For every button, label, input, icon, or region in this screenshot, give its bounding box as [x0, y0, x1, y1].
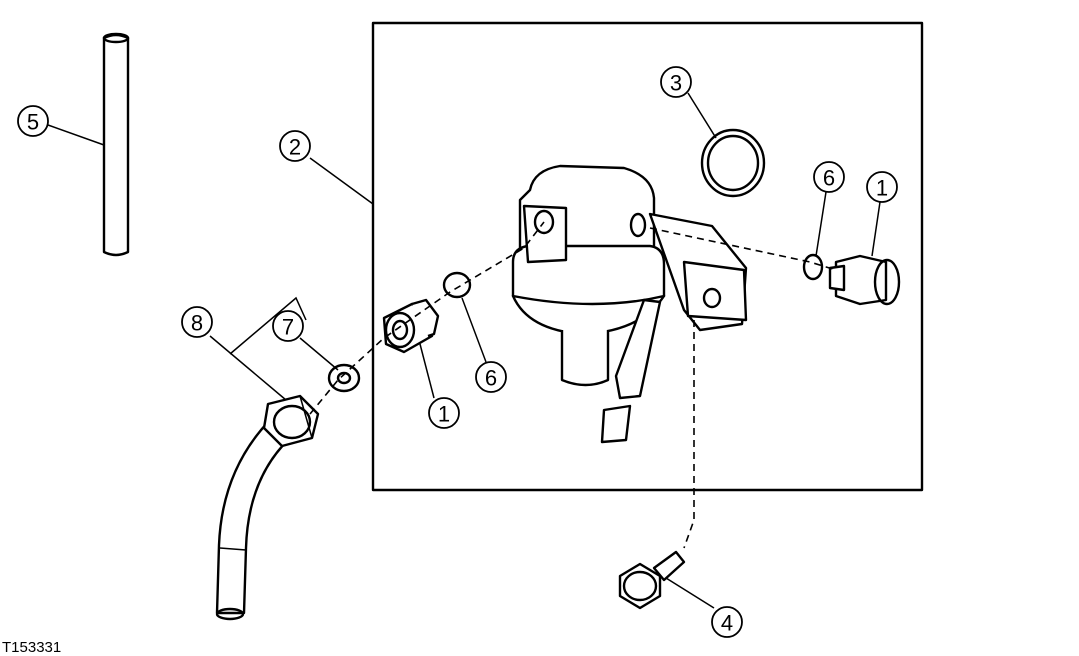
assembly-lines: [309, 221, 837, 549]
callout-6-right: 6: [813, 161, 845, 193]
svg-text:6: 6: [485, 366, 497, 391]
fitting-part-right: [828, 254, 901, 306]
svg-text:3: 3: [670, 71, 682, 96]
bushing-part: [327, 363, 361, 393]
svg-text:6: 6: [823, 166, 835, 191]
callout-1-left: 1: [428, 397, 460, 429]
callout-7: 7: [272, 310, 304, 342]
figure-id-label: T153331: [2, 639, 61, 656]
callout-4: 4: [711, 606, 743, 638]
rod-part: [102, 32, 130, 257]
callouts: 1 1 2 3 4 5 6 6 7 8: [17, 66, 898, 638]
svg-text:2: 2: [289, 135, 301, 160]
callout-1-right: 1: [866, 171, 898, 203]
callout-8: 8: [181, 306, 213, 338]
bolt-part: [618, 550, 686, 610]
svg-text:7: 7: [282, 315, 294, 340]
o-ring-part-left: [442, 271, 472, 299]
svg-text:1: 1: [876, 176, 888, 201]
svg-text:1: 1: [438, 402, 450, 427]
callout-6-left: 6: [475, 361, 507, 393]
callout-3: 3: [660, 66, 692, 98]
svg-text:4: 4: [721, 611, 733, 636]
o-ring-part-right: [802, 253, 824, 281]
assembly-frame: [371, 21, 924, 492]
svg-text:5: 5: [27, 110, 39, 135]
fitting-part-left: [382, 298, 440, 354]
callout-2: 2: [279, 130, 311, 162]
leader-lines: [47, 92, 881, 609]
svg-text:8: 8: [191, 311, 203, 336]
large-o-ring-part: [700, 128, 766, 198]
pump-body-part: [511, 164, 748, 444]
callout-5: 5: [17, 105, 49, 137]
tube-assembly-part: [215, 394, 320, 621]
